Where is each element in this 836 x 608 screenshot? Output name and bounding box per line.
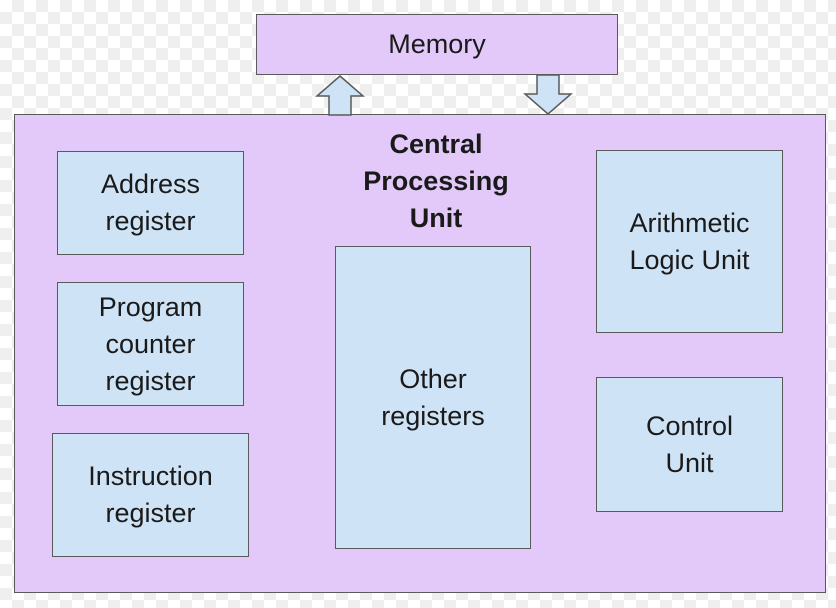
- alu-box: Arithmetic Logic Unit: [596, 150, 783, 333]
- alu-label: Arithmetic Logic Unit: [629, 207, 750, 275]
- up-arrow-icon: [314, 75, 366, 116]
- other-registers-label: Other registers: [381, 363, 485, 431]
- other-registers-box: Other registers: [335, 246, 531, 549]
- instruction-register-label: Instruction register: [88, 461, 213, 528]
- control-unit-label: Control Unit: [645, 410, 734, 478]
- control-unit-box: Control Unit: [596, 377, 783, 512]
- address-register-box: Address register: [57, 151, 244, 255]
- program-counter-register-box: Program counter register: [57, 282, 244, 406]
- memory-label: Memory: [388, 29, 486, 59]
- down-arrow-icon: [522, 74, 574, 115]
- cpu-title: Central Processing Unit: [363, 129, 509, 233]
- address-register-label: Address register: [100, 169, 201, 236]
- memory-box: Memory: [256, 14, 618, 75]
- instruction-register-box: Instruction register: [52, 433, 249, 557]
- program-counter-register-label: Program counter register: [98, 291, 203, 396]
